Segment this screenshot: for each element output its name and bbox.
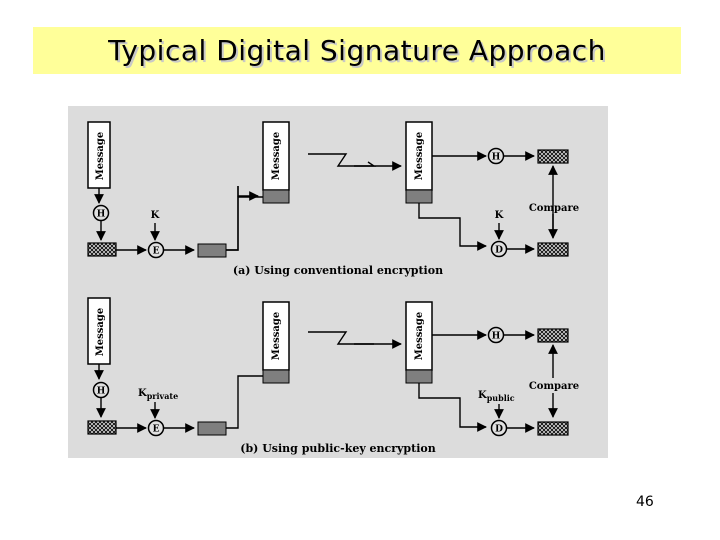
signature-block-a [197, 243, 227, 258]
received-message-label-b: Message [414, 312, 425, 361]
receiver-hash-value-a [537, 149, 569, 164]
receiver-hash-function-b [487, 326, 505, 344]
sender-message-label-a: Message [95, 132, 106, 181]
key-receiver-b: Kpublic [478, 390, 515, 403]
receiver-hash-label-b: H [492, 332, 501, 342]
encrypt-function-a [147, 241, 165, 259]
received-signature-a [405, 189, 433, 204]
decrypt-function-b [490, 419, 508, 437]
key-receiver-a: K [495, 210, 504, 221]
sender-message-label-b: Message [95, 308, 106, 357]
transmitted-message-box-b [262, 301, 290, 371]
decrypt-function-a [490, 240, 508, 258]
receiver-hash-function-a [487, 147, 505, 165]
hash-value-b [87, 420, 117, 435]
section-a: Message H K E Message [87, 121, 579, 277]
key-sender-b: Kprivate [138, 388, 178, 401]
received-signature-b [405, 369, 433, 384]
decrypt-label-b: D [495, 425, 503, 435]
compare-label-b: Compare [529, 381, 579, 392]
receiver-hash-value-b [537, 328, 569, 343]
encrypt-label-b: E [153, 425, 160, 435]
caption-b: (b) Using public-key encryption [240, 442, 435, 455]
hash-value-a [87, 242, 117, 257]
decrypted-hash-value-b [537, 421, 569, 436]
decrypt-label-a: D [495, 246, 503, 256]
digital-signature-diagram: Message H K E Message [87, 121, 579, 455]
diagram-panel: Message H K E Message [68, 106, 608, 458]
hash-label-b: H [97, 387, 106, 397]
title-banner: Typical Digital Signature Approach [33, 27, 681, 74]
hash-function-b [92, 381, 110, 399]
slide-title: Typical Digital Signature Approach [108, 34, 606, 67]
transmitted-message-label-b: Message [271, 312, 282, 361]
transmitted-signature-b [262, 369, 290, 384]
compare-label-a: Compare [529, 203, 579, 214]
receiver-hash-label-a: H [492, 153, 501, 163]
transmitted-signature-a [262, 189, 290, 204]
section-b: Message H Kprivate E Message Message H [87, 297, 579, 455]
key-sender-a: K [151, 210, 160, 221]
encrypt-label-a: E [153, 247, 160, 257]
caption-a: (a) Using conventional encryption [233, 264, 443, 277]
hash-label-a: H [97, 210, 106, 220]
hash-function-a [92, 204, 110, 222]
signature-block-b [197, 421, 227, 436]
transmitted-message-label-a: Message [271, 132, 282, 181]
page-number: 46 [636, 494, 654, 510]
decrypted-hash-value-a [537, 242, 569, 257]
encrypt-function-b [147, 419, 165, 437]
received-message-label-a: Message [414, 132, 425, 181]
